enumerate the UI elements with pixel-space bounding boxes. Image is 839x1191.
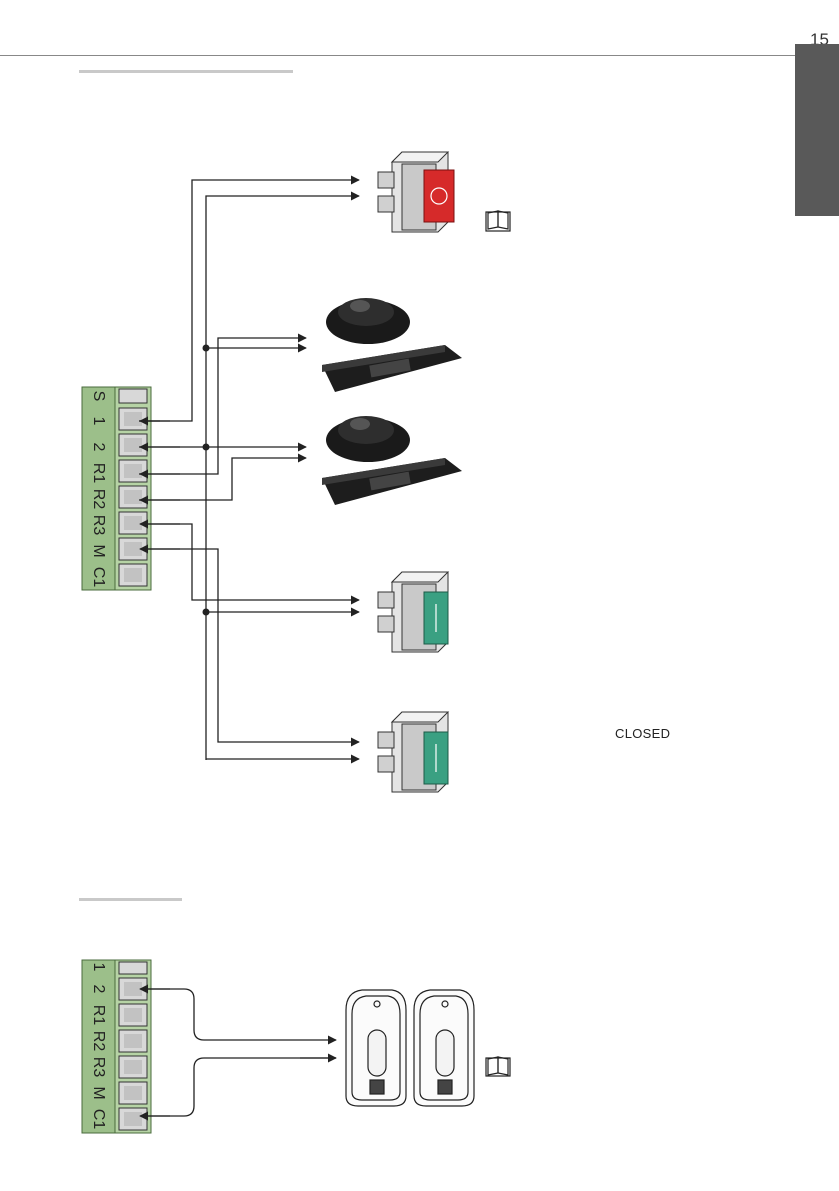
terminal-label-r3: R3 [89,511,107,539]
wire-stop-a [139,180,359,421]
terminal-label-s: S [89,382,107,410]
terminal-label-c1: C1 [89,563,107,591]
push-button-icon-1 [378,572,448,652]
wire-keypad-a [141,989,336,1040]
photocell-icon-2 [322,416,462,505]
wire-button1-a [141,524,359,600]
terminal-label-2-m: M [89,1079,107,1107]
wire-button2-a [141,549,359,742]
terminal-label-2-r1: R1 [89,1001,107,1029]
wire-keypad-b [141,1058,336,1116]
terminal-label-1: 1 [89,407,107,435]
stop-button-icon [378,152,454,232]
keypad-icon-1 [346,990,406,1106]
terminal-label-r2: R2 [89,485,107,513]
book-icon-1 [486,211,510,231]
wire-photocell1-b [139,338,306,474]
terminal-label-r1: R1 [89,459,107,487]
terminal-label-2-r2: R2 [89,1027,107,1055]
wire-photocell2-b [139,458,306,500]
terminal-label-m: M [89,537,107,565]
closed-label: CLOSED [615,726,670,741]
photocell-icon-1 [322,298,462,392]
terminal-label-2: 2 [89,433,107,461]
terminal-label-2-r3: R3 [89,1053,107,1081]
terminal-label-2-c1: C1 [89,1105,107,1133]
book-icon-2 [486,1057,510,1076]
keypad-icon-2 [414,990,474,1106]
terminal-label-2-2: 2 [89,975,107,1003]
push-button-icon-2 [378,712,448,792]
